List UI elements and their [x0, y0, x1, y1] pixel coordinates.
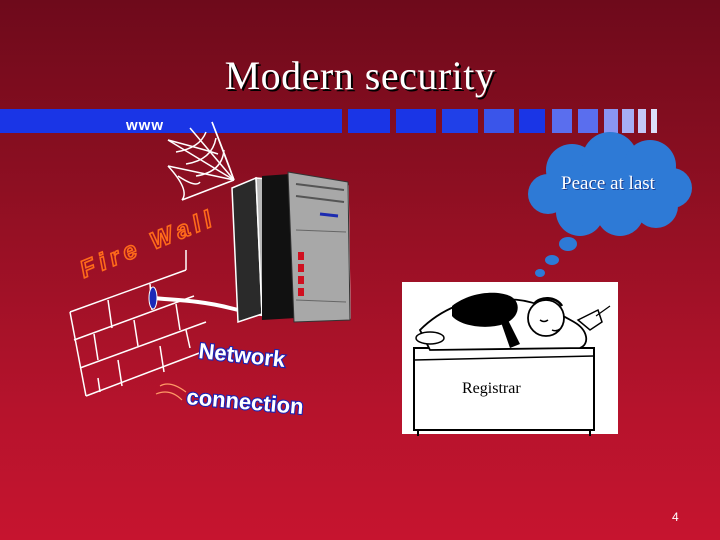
network-wordart: Network [197, 338, 287, 372]
band-square [622, 109, 634, 133]
band-square [578, 109, 598, 133]
spider-web-icon [167, 121, 235, 201]
band-square [484, 109, 514, 133]
connection-wordart: connection [186, 384, 305, 419]
band-square [604, 109, 618, 133]
sleeping-registrar-clipart [413, 292, 611, 436]
brick-wall-icon [69, 250, 207, 397]
wordart-swoosh [155, 383, 187, 401]
cable-connector [148, 286, 158, 310]
band-square [396, 109, 436, 133]
band-square [552, 109, 572, 133]
server-tower-icon [231, 171, 351, 324]
band-square [348, 109, 390, 133]
slide-title: Modern security [224, 53, 496, 98]
thought-cloud-icon [528, 132, 692, 277]
band-square [442, 109, 478, 133]
thought-text: Peace at last [561, 173, 655, 194]
band-square [519, 109, 545, 133]
page-number: 4 [672, 510, 679, 524]
title-rule-band [0, 109, 720, 133]
band-square [651, 109, 657, 133]
registrar-label: Registrar [462, 380, 521, 397]
band-main-bar [0, 109, 342, 133]
www-label: www [126, 117, 165, 134]
band-square [638, 109, 646, 133]
firewall-wordart: Fire Wall [76, 204, 220, 283]
